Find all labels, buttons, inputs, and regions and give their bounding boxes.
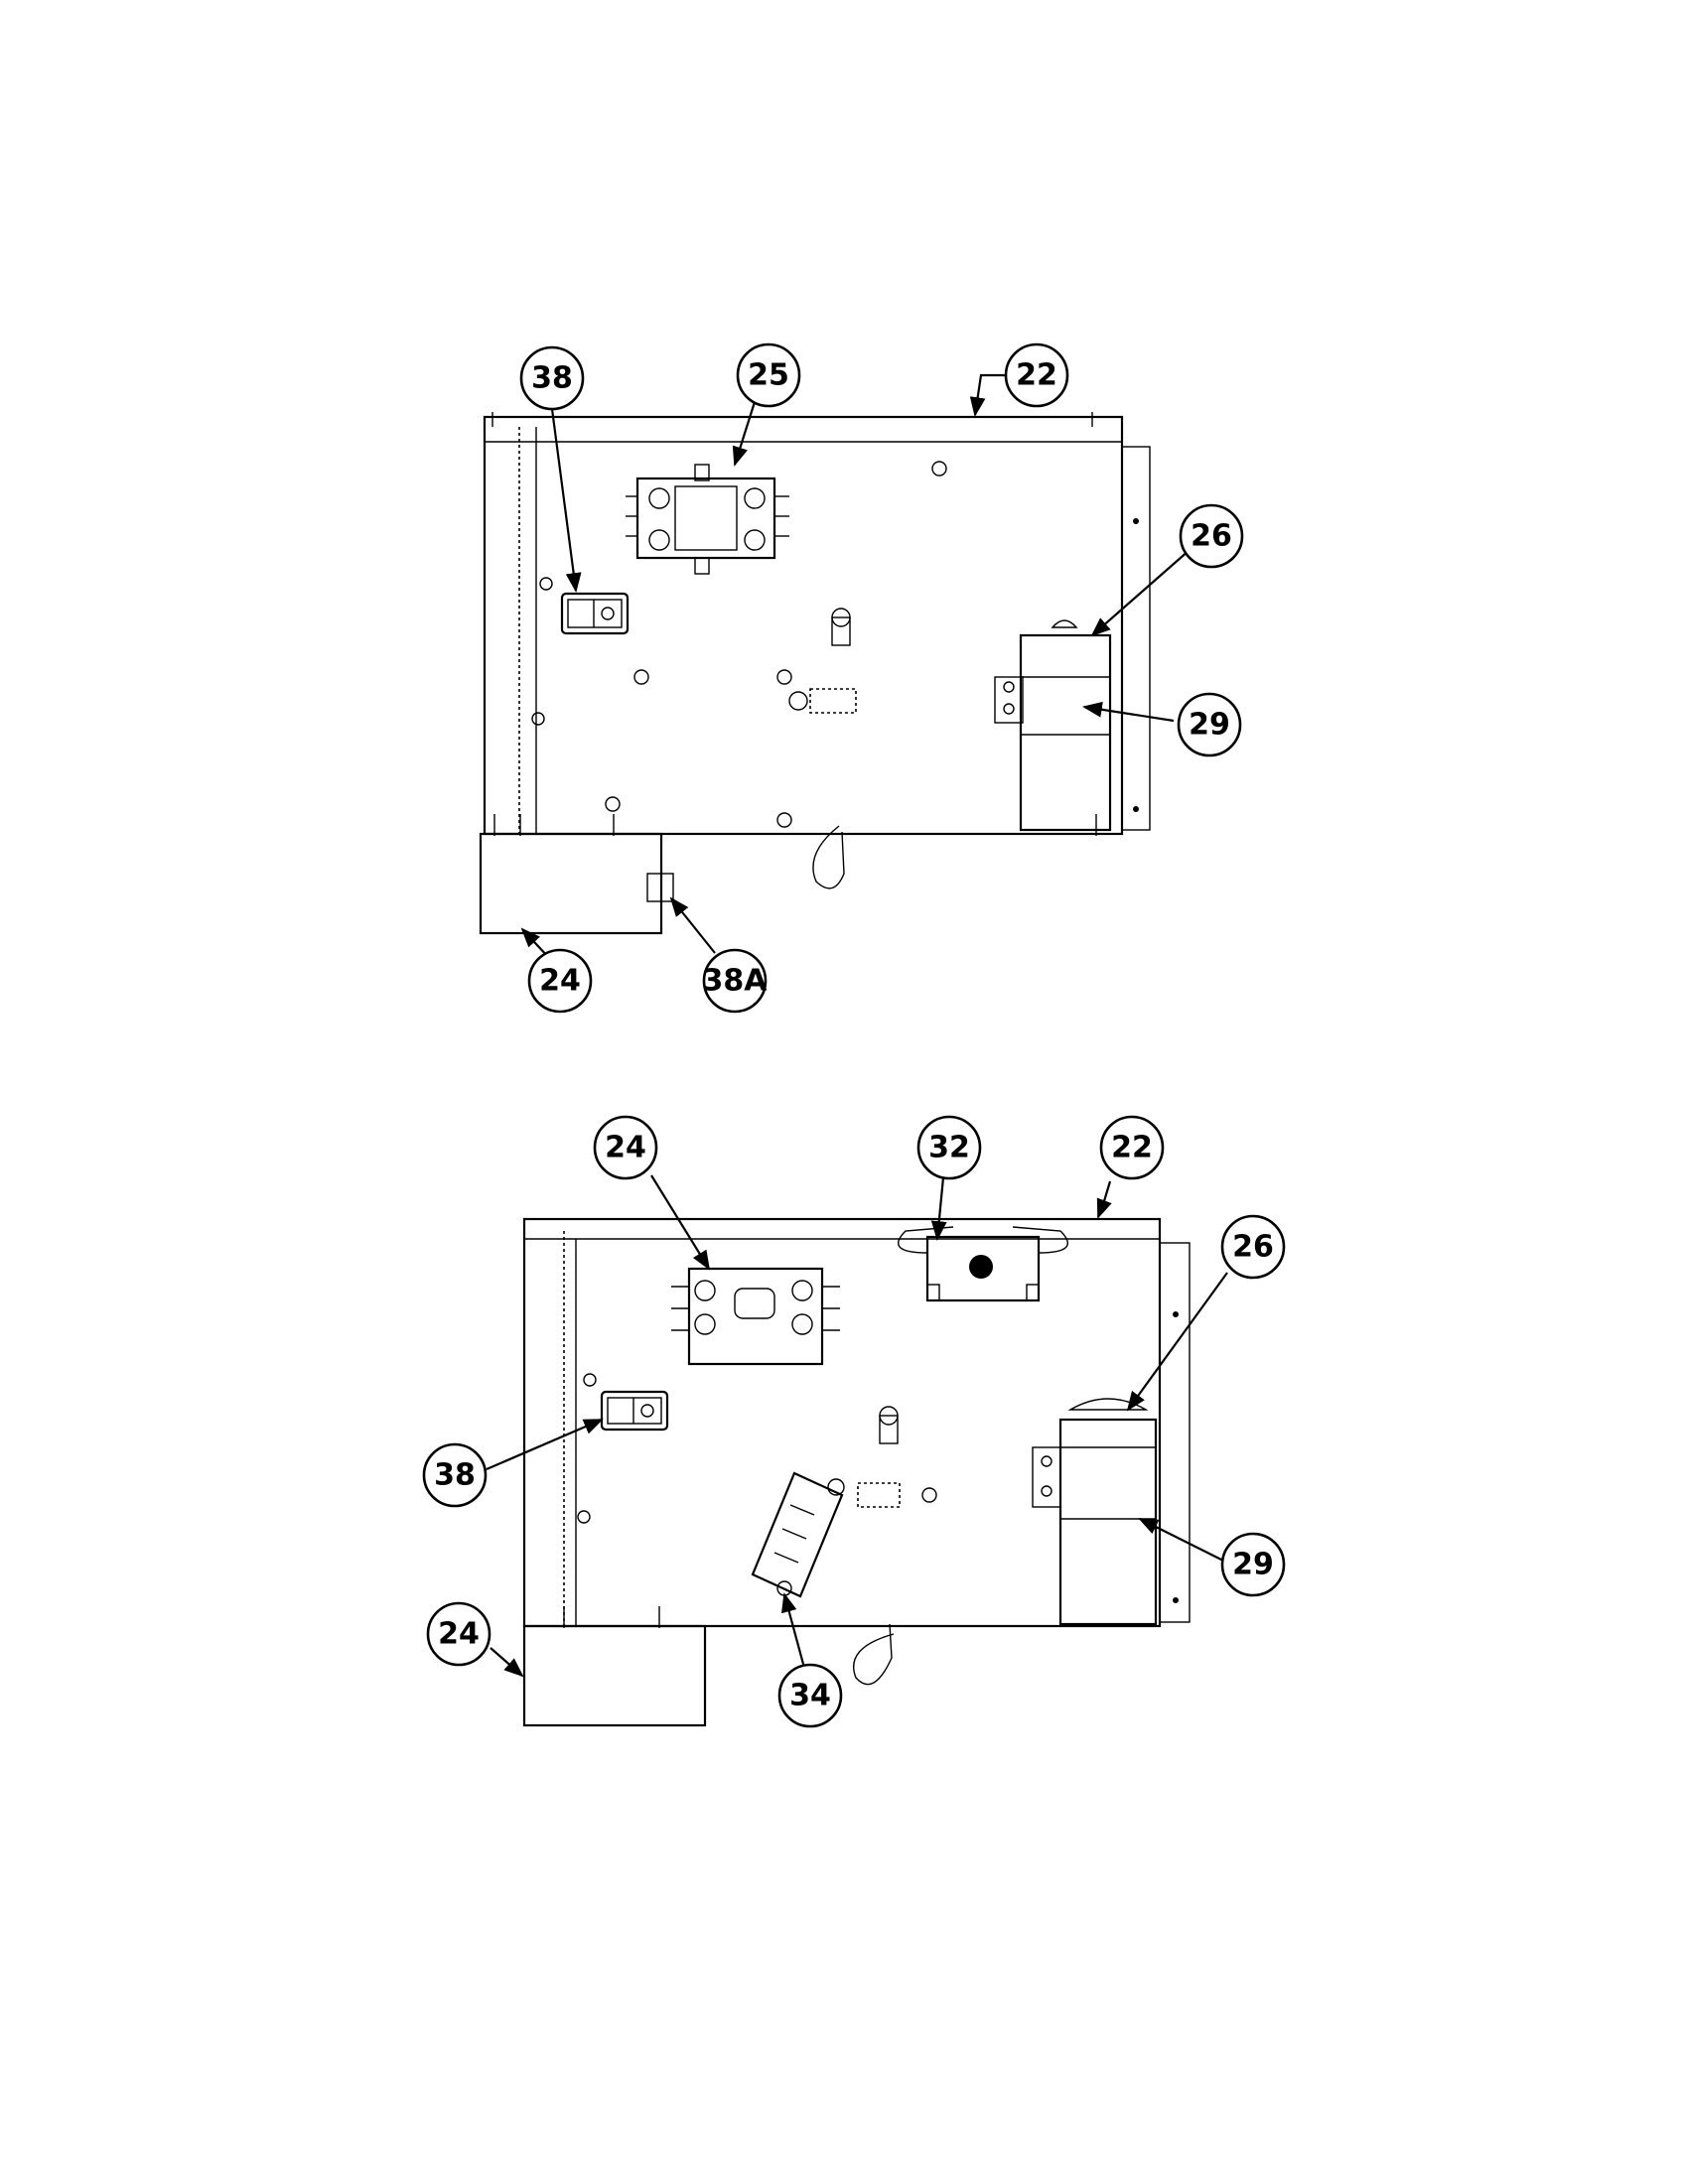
terminal-strip [751, 1471, 845, 1598]
control-panel-outline [522, 1217, 1162, 1628]
callout-22-bottom: 22 [1099, 1115, 1165, 1180]
contactor [626, 464, 789, 575]
svg-text:38: 38 [531, 361, 573, 396]
callout-32-bottom: 32 [916, 1115, 982, 1180]
control-box-cover [479, 832, 663, 935]
capacitor [1032, 1398, 1158, 1626]
callout-38-bottom: 38 [422, 1442, 488, 1508]
callout-38a-top: 38A [703, 948, 769, 1014]
svg-text:29: 29 [1189, 708, 1230, 743]
svg-text:24: 24 [539, 964, 581, 999]
callout-22-top: 22 [1004, 342, 1069, 408]
svg-text:29: 29 [1232, 1548, 1274, 1582]
callout-34-bottom: 34 [777, 1663, 843, 1728]
callout-24-top: 24 [527, 948, 593, 1014]
callout-24-bottom-box: 24 [426, 1601, 491, 1667]
svg-text:38A: 38A [703, 964, 769, 999]
control-panel-outline [483, 415, 1124, 836]
callout-26-bottom: 26 [1220, 1214, 1286, 1280]
mounting-flange [1159, 1242, 1191, 1623]
view-bottom: 24 32 22 26 38 29 24 34 [422, 1115, 1286, 1728]
svg-text:38: 38 [434, 1458, 476, 1493]
callout-25-top: 25 [736, 342, 801, 408]
capacitor [994, 619, 1112, 832]
svg-text:24: 24 [605, 1131, 646, 1165]
svg-text:22: 22 [1016, 358, 1057, 393]
svg-text:32: 32 [928, 1131, 970, 1165]
callout-29-bottom: 29 [1220, 1532, 1286, 1597]
callout-38-top: 38 [519, 345, 585, 411]
contactor [671, 1267, 840, 1366]
svg-text:26: 26 [1191, 519, 1232, 554]
callout-26-top: 26 [1179, 503, 1244, 569]
view-top: 38 25 22 26 29 24 38A [479, 342, 1244, 1014]
svg-text:34: 34 [789, 1679, 831, 1713]
rocker-switch [600, 1390, 669, 1432]
control-box-cover [522, 1624, 707, 1727]
mounting-flange [1121, 446, 1151, 831]
relay [898, 1226, 1068, 1302]
rocker-switch [560, 592, 630, 635]
svg-text:25: 25 [748, 358, 789, 393]
svg-text:26: 26 [1232, 1230, 1274, 1265]
callout-29-top: 29 [1177, 692, 1242, 757]
svg-text:24: 24 [438, 1617, 480, 1652]
callout-24-bottom: 24 [593, 1115, 658, 1180]
svg-text:22: 22 [1111, 1131, 1153, 1165]
